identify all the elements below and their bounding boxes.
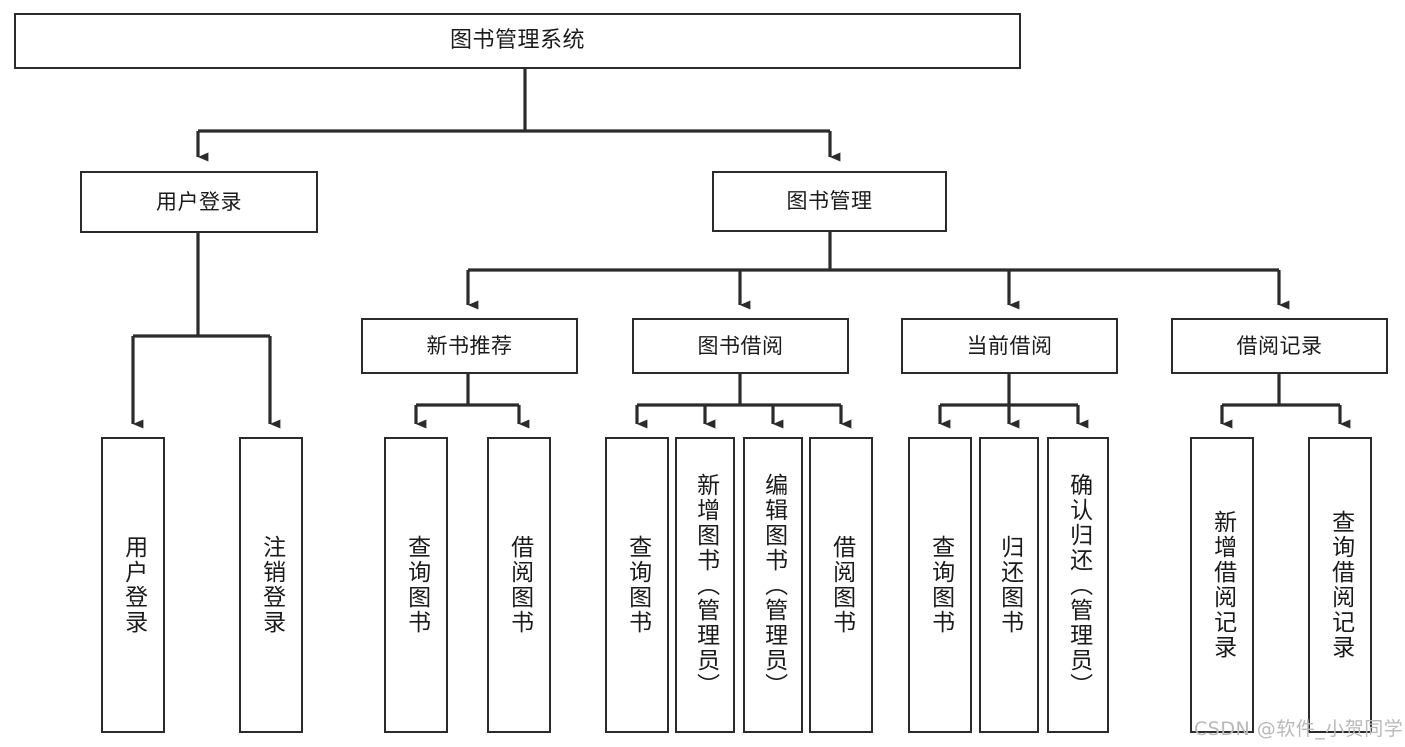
node-leaf-query-book-2[interactable]: 查询图书 bbox=[605, 437, 669, 733]
node-new-book-rec-label: 新书推荐 bbox=[426, 333, 513, 358]
node-borrow-record[interactable]: 借阅记录 bbox=[1171, 318, 1388, 374]
node-leaf-query-book-2-label: 查询图书 bbox=[624, 535, 651, 635]
node-root-label: 图书管理系统 bbox=[449, 28, 585, 54]
node-leaf-edit-book[interactable]: 编辑图书（管理员） bbox=[743, 437, 803, 733]
node-leaf-user-login-label: 用户登录 bbox=[120, 535, 147, 635]
node-book-manage[interactable]: 图书管理 bbox=[712, 171, 947, 232]
node-leaf-query-book-3-label: 查询图书 bbox=[927, 535, 954, 635]
node-borrow-record-label: 借阅记录 bbox=[1236, 333, 1323, 358]
node-current-borrow[interactable]: 当前借阅 bbox=[901, 318, 1118, 374]
node-leaf-add-record-label: 新增借阅记录 bbox=[1209, 510, 1236, 660]
node-book-borrow-label: 图书借阅 bbox=[697, 333, 784, 358]
node-new-book-rec[interactable]: 新书推荐 bbox=[361, 318, 578, 374]
node-user-login[interactable]: 用户登录 bbox=[80, 171, 318, 233]
node-leaf-borrow-book-2[interactable]: 借阅图书 bbox=[809, 437, 873, 733]
node-book-borrow[interactable]: 图书借阅 bbox=[632, 318, 849, 374]
node-leaf-return-book-label: 归还图书 bbox=[996, 535, 1023, 635]
node-leaf-confirm-return[interactable]: 确认归还（管理员） bbox=[1047, 437, 1109, 733]
node-leaf-borrow-book-1-label: 借阅图书 bbox=[506, 535, 533, 635]
node-leaf-user-logout[interactable]: 注销登录 bbox=[239, 437, 303, 733]
node-leaf-edit-book-label: 编辑图书（管理员） bbox=[760, 472, 787, 698]
node-book-manage-label: 图书管理 bbox=[786, 189, 873, 214]
watermark: CSDN @软件_小贺同学 bbox=[1194, 718, 1404, 740]
node-leaf-add-record[interactable]: 新增借阅记录 bbox=[1190, 437, 1254, 733]
node-current-borrow-label: 当前借阅 bbox=[966, 333, 1053, 358]
node-leaf-query-record[interactable]: 查询借阅记录 bbox=[1308, 437, 1372, 733]
node-leaf-borrow-book-2-label: 借阅图书 bbox=[828, 535, 855, 635]
node-leaf-borrow-book-1[interactable]: 借阅图书 bbox=[487, 437, 551, 733]
node-leaf-add-book[interactable]: 新增图书（管理员） bbox=[675, 437, 735, 733]
node-leaf-return-book[interactable]: 归还图书 bbox=[979, 437, 1039, 733]
node-leaf-query-record-label: 查询借阅记录 bbox=[1327, 510, 1354, 660]
node-leaf-query-book-1-label: 查询图书 bbox=[403, 535, 430, 635]
node-leaf-confirm-return-label: 确认归还（管理员） bbox=[1065, 472, 1092, 698]
node-leaf-user-logout-label: 注销登录 bbox=[258, 535, 285, 635]
node-root[interactable]: 图书管理系统 bbox=[14, 13, 1021, 69]
node-leaf-user-login[interactable]: 用户登录 bbox=[101, 437, 165, 733]
node-leaf-query-book-1[interactable]: 查询图书 bbox=[384, 437, 448, 733]
node-leaf-query-book-3[interactable]: 查询图书 bbox=[908, 437, 972, 733]
node-user-login-label: 用户登录 bbox=[156, 189, 242, 214]
node-leaf-add-book-label: 新增图书（管理员） bbox=[692, 472, 719, 698]
